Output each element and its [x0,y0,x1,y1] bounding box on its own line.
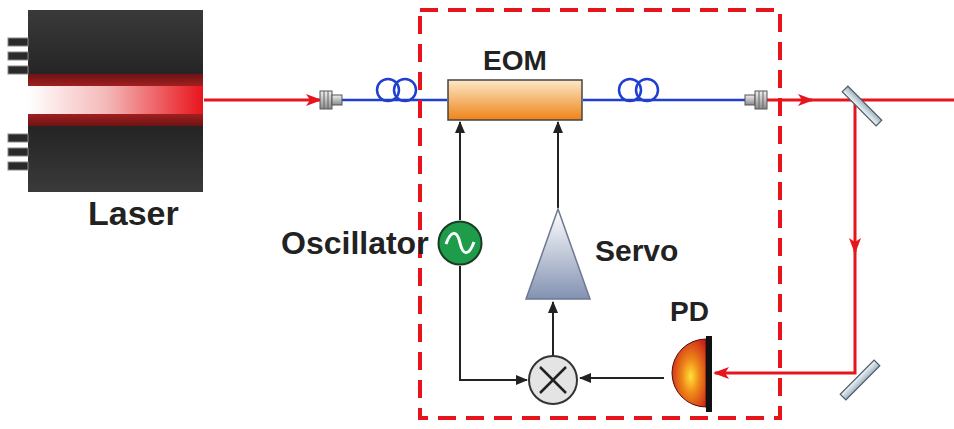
connector [583,100,855,373]
fiber-coil [394,79,416,101]
node-shape [525,208,591,300]
node-label: Oscillator [281,225,429,262]
laser-pin [8,134,28,142]
laser-source: Laser [8,8,204,234]
fiber-coil [636,79,658,101]
node-shape [8,8,204,196]
connector-segment [204,99,320,102]
laser-pin [8,148,28,156]
laser-pin [8,66,28,74]
connector-segment [583,99,745,102]
mirror [842,86,882,126]
fiber-coupler [745,91,767,109]
connector-segment [459,122,461,220]
servo-amplifier: Servo [525,208,683,300]
connector-segment [767,99,812,102]
node-shape [437,220,483,266]
connector [460,122,461,220]
node-label: Servo [595,234,678,269]
node-label: Laser [88,194,179,233]
connector-segment [715,250,855,373]
node-shape [664,336,714,412]
laser-housing [28,10,203,192]
eom-modulator: EOM [447,45,583,122]
mirror [840,360,880,400]
detector-face [706,336,712,412]
node-label: EOM [483,45,547,77]
mixer-symbol [529,356,577,404]
output-beam [855,99,954,102]
amplifier-triangle [526,209,590,299]
sine-symbol [446,233,474,252]
laser-pin [8,162,28,170]
photodetector: PD [664,296,714,414]
eom-crystal [448,80,582,120]
laser-pin [8,52,28,60]
connector [558,122,559,208]
laser-cavity [28,86,203,114]
reference-wire [460,266,527,380]
signal-wire [580,377,664,379]
fiber-coupler [320,91,342,109]
oscillator-circle: Oscillator [281,220,483,266]
node-shape [447,79,583,121]
laser-glow [28,74,203,126]
error-wire [552,302,554,356]
feedback-region [420,10,780,418]
connector-segment [557,122,559,208]
connector-segment [810,100,855,252]
detector-dome [672,339,706,407]
oscillator-circle [439,222,482,265]
laser-pin [8,38,28,46]
node-label: PD [670,296,709,328]
